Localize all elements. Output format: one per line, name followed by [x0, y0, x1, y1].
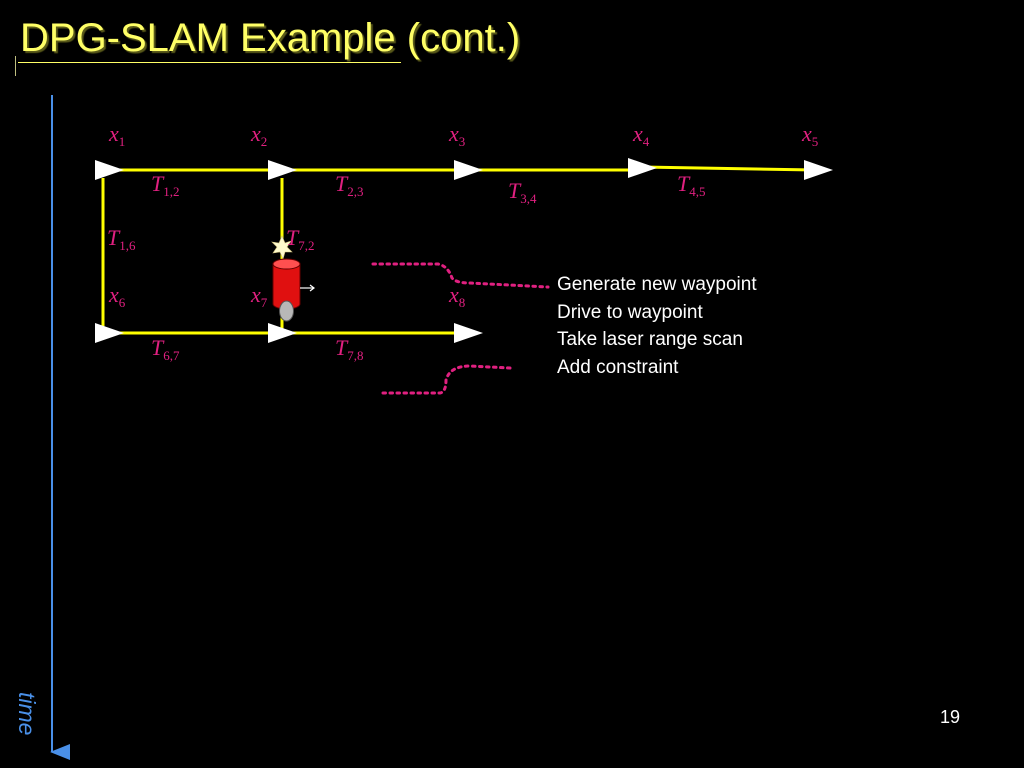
label-x7: x7: [250, 282, 268, 310]
node-x4: [628, 158, 657, 178]
time-axis-label: time: [14, 692, 40, 736]
label-T34: T3,4: [508, 178, 537, 206]
title-tick-mark: [15, 56, 16, 76]
label-T23: T2,3: [335, 171, 364, 199]
label-T78: T7,8: [335, 335, 364, 363]
label-x2: x2: [250, 121, 267, 149]
label-T72: T7,2: [286, 225, 315, 253]
label-x6: x6: [108, 282, 126, 310]
dotted-callout-upper: [371, 262, 550, 289]
step-list: Generate new waypoint Drive to waypoint …: [557, 271, 757, 381]
node-x7: [268, 323, 297, 343]
step-item: Generate new waypoint: [557, 274, 757, 295]
step-item: Take laser range scan: [557, 329, 743, 350]
label-x4: x4: [632, 121, 650, 149]
node-x8: [454, 323, 483, 343]
node-x6: [95, 323, 124, 343]
label-x8: x8: [448, 282, 465, 310]
slide-title: DPG-SLAM Example (cont.): [20, 16, 521, 60]
label-T67: T6,7: [151, 335, 180, 363]
label-T45: T4,5: [677, 171, 706, 199]
label-x3: x3: [448, 121, 465, 149]
label-T16: T1,6: [107, 225, 136, 253]
node-x5: [804, 160, 833, 180]
step-item: Drive to waypoint: [557, 301, 703, 323]
slide-number: 19: [940, 707, 961, 727]
robot-icon: [271, 235, 315, 322]
edge-4-5: [641, 165, 816, 172]
step-item: Add constraint: [557, 356, 679, 378]
title-underline: [18, 62, 401, 63]
label-T12: T1,2: [151, 171, 180, 199]
node-x2: [268, 160, 297, 180]
node-x1: [95, 160, 124, 180]
dotted-callout-lower: [381, 364, 512, 395]
label-x1: x1: [108, 121, 125, 149]
label-x5: x5: [801, 121, 818, 149]
node-x3: [454, 160, 483, 180]
